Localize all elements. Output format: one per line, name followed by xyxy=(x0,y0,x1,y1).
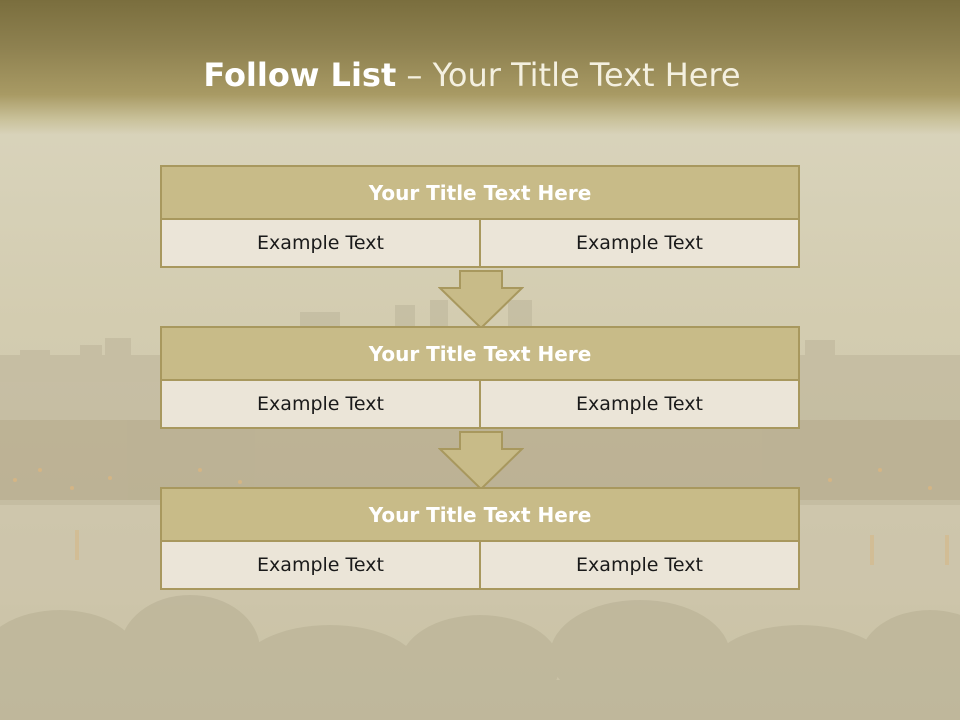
block-title: Your Title Text Here xyxy=(160,326,800,381)
block-cell-right: Example Text xyxy=(479,540,800,590)
list-block-2: Your Title Text Here Example Text Exampl… xyxy=(160,326,800,429)
down-arrow-icon xyxy=(438,431,524,491)
slide-title-rest: – Your Title Text Here xyxy=(396,56,741,94)
block-title: Your Title Text Here xyxy=(160,165,800,220)
block-row: Example Text Example Text xyxy=(160,379,800,429)
slide-title: Follow List – Your Title Text Here xyxy=(0,56,944,94)
block-row: Example Text Example Text xyxy=(160,540,800,590)
block-cell-left: Example Text xyxy=(160,379,481,429)
block-row: Example Text Example Text xyxy=(160,218,800,268)
block-cell-left: Example Text xyxy=(160,218,481,268)
slide-title-bold: Follow List xyxy=(203,56,397,94)
block-cell-left: Example Text xyxy=(160,540,481,590)
list-block-3: Your Title Text Here Example Text Exampl… xyxy=(160,487,800,590)
list-block-1: Your Title Text Here Example Text Exampl… xyxy=(160,165,800,268)
block-cell-right: Example Text xyxy=(479,379,800,429)
header-band xyxy=(0,0,960,135)
block-cell-right: Example Text xyxy=(479,218,800,268)
down-arrow-icon xyxy=(438,270,524,330)
block-title: Your Title Text Here xyxy=(160,487,800,542)
